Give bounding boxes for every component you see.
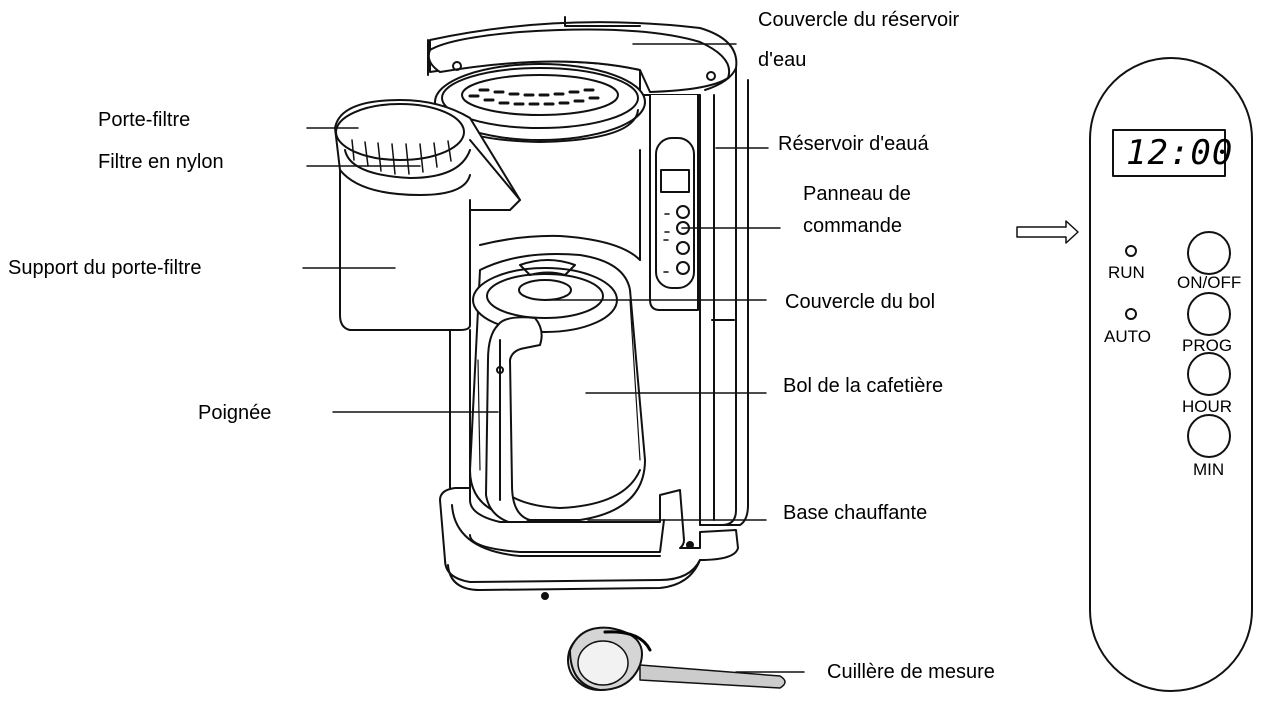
label-filter-holder: Porte-filtre xyxy=(98,109,191,131)
arrow-right-icon xyxy=(1016,220,1079,244)
label-filter-support: Support du porte-filtre xyxy=(8,257,202,279)
auto-indicator-label: AUTO xyxy=(1104,327,1151,346)
hour-button-label: HOUR xyxy=(1182,397,1233,416)
label-control-panel-line2: commande xyxy=(803,215,902,237)
reservoir-lid xyxy=(427,28,731,93)
label-carafe-lid: Couvercle du bol xyxy=(785,291,936,313)
leader-lines xyxy=(302,43,805,673)
run-indicator-label: RUN xyxy=(1108,263,1145,282)
min-button-label: MIN xyxy=(1193,460,1225,479)
measuring-scoop xyxy=(567,626,786,691)
label-nylon-filter: Filtre en nylon xyxy=(98,151,224,173)
control-panel-closeup xyxy=(1089,57,1253,692)
label-reservoir-lid: Couvercle du réservoir xyxy=(758,9,960,31)
prog-button-label: PROG xyxy=(1182,336,1233,355)
label-handle: Poignée xyxy=(198,402,272,424)
control-column xyxy=(649,94,699,311)
label-reservoir: Réservoir d'eauá xyxy=(778,133,929,155)
label-hot-plate: Base chauffante xyxy=(783,502,928,524)
shower-head xyxy=(434,63,646,143)
filter-basket xyxy=(334,99,521,331)
brew-chamber xyxy=(449,149,641,491)
label-reservoir-lid-line2: d'eau xyxy=(758,49,807,71)
label-carafe: Bol de la cafetière xyxy=(783,375,944,397)
heating-base xyxy=(439,487,739,600)
clock-display: 12:00 xyxy=(1126,133,1234,173)
label-control-panel: Panneau de xyxy=(803,183,911,205)
label-scoop: Cuillère de mesure xyxy=(827,661,995,683)
carafe-handle xyxy=(485,316,543,526)
on-off-button-label: ON/OFF xyxy=(1177,273,1242,292)
